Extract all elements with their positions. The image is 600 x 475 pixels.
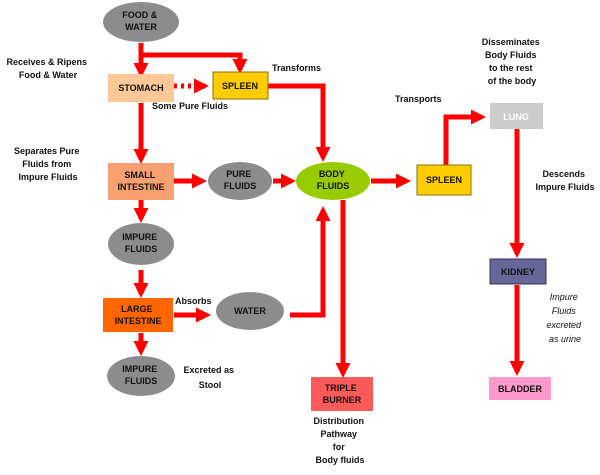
node-food-water-line-2: WATER xyxy=(125,22,157,32)
node-stomach: STOMACH xyxy=(108,74,174,102)
node-stomach-label: STOMACH xyxy=(118,83,163,93)
node-impure-fluids-1-line-1: IMPURE xyxy=(122,232,157,242)
label-transports: Transports xyxy=(395,94,442,104)
node-pure-fluids-line-1: PURE xyxy=(226,169,251,179)
svg-text:Disseminates Body Fluids: Disseminates Body Fluids to the rest of … xyxy=(482,37,543,86)
node-bladder-label: BLADDER xyxy=(498,384,542,394)
label-descends-line-2: Impure Fluids xyxy=(535,182,594,192)
label-distribution-line-1: Distribution xyxy=(313,416,364,426)
node-triple-burner-line-2: BURNER xyxy=(323,395,362,405)
node-impure-fluids-2: IMPURE FLUIDS xyxy=(107,356,175,396)
svg-text:LARGE INTESTINE: LARGE INTESTINE xyxy=(114,304,161,326)
node-large-intestine: LARGE INTESTINE xyxy=(103,298,173,332)
label-distribution-line-3: for xyxy=(333,442,345,452)
arrow-water-to-body-fluids xyxy=(290,206,331,318)
node-water: WATER xyxy=(216,292,284,330)
label-impure-excreted-line-2: Fluids xyxy=(552,306,577,316)
svg-text:SMALL INTESTINE: SMALL INTESTINE xyxy=(117,170,164,192)
svg-text:IMPURE FLUIDS: IMPURE FLUIDS xyxy=(122,364,160,386)
svg-text:Excreted as Stool: Excreted as Stool xyxy=(183,365,236,390)
svg-text:FOOD & WATER: FOOD & WATER xyxy=(122,10,160,32)
node-triple-burner-line-1: TRIPLE xyxy=(325,383,357,393)
node-triple-burner: TRIPLE BURNER xyxy=(311,377,373,411)
svg-text:PURE FLUIDS: PURE FLUIDS xyxy=(224,169,257,191)
arrow-food-to-spleen xyxy=(141,52,248,74)
arrow-spleen-to-body-fluids xyxy=(268,83,331,162)
node-spleen-top: SPLEEN xyxy=(212,71,269,100)
node-lung: LUNG xyxy=(490,103,543,129)
label-disseminates-line-1: Disseminates xyxy=(482,37,540,47)
node-water-label: WATER xyxy=(234,306,266,316)
label-distribution-line-4: Body fluids xyxy=(316,455,365,465)
label-excreted-stool-line-2: Stool xyxy=(199,380,222,390)
node-impure-fluids-1: IMPURE FLUIDS xyxy=(108,223,174,265)
label-descends-line-1: Descends xyxy=(542,169,585,179)
label-impure-excreted-line-4: as urine xyxy=(549,334,581,344)
node-body-fluids: BODY FLUIDS xyxy=(296,162,370,200)
node-spleen-top-label: SPLEEN xyxy=(222,81,258,91)
node-kidney: KIDNEY xyxy=(489,258,547,285)
svg-text:Separates Pure Fluids fr: Separates Pure Fluids from Impure Fluids xyxy=(14,146,82,182)
node-pure-fluids: PURE FLUIDS xyxy=(208,162,272,200)
svg-text:BODY FLUIDS: BODY FLUIDS xyxy=(317,169,350,191)
nodes: FOOD & WATER STOMACH SPLEEN SMALL INTEST… xyxy=(103,2,551,411)
arrow-spleen-to-lung xyxy=(443,109,486,165)
node-impure-fluids-2-line-2: FLUIDS xyxy=(125,376,158,386)
svg-text:TRIPLE BURNER: TRIPLE BURNER xyxy=(323,383,362,405)
svg-text:Descends Impure Fluids: Descends Impure Fluids xyxy=(535,169,594,192)
label-separates-line-3: Impure Fluids xyxy=(18,172,77,182)
node-impure-fluids-1-line-2: FLUIDS xyxy=(125,244,158,254)
arrows xyxy=(133,43,525,378)
node-spleen-right-label: SPLEEN xyxy=(426,175,462,185)
label-excreted-stool-line-1: Excreted as xyxy=(183,365,234,375)
label-separates-line-1: Separates Pure xyxy=(14,146,80,156)
node-spleen-right: SPLEEN xyxy=(416,164,472,196)
node-large-intestine-line-1: LARGE xyxy=(121,304,153,314)
node-small-intestine-line-2: INTESTINE xyxy=(117,182,164,192)
label-transforms: Transforms xyxy=(272,63,321,73)
node-body-fluids-line-2: FLUIDS xyxy=(317,181,350,191)
label-disseminates-line-2: Body Fluids xyxy=(485,50,537,60)
svg-text:Impure Fluids excr: Impure Fluids excreted as urine xyxy=(546,292,583,344)
node-lung-label: LUNG xyxy=(503,112,529,122)
node-bladder: BLADDER xyxy=(489,377,551,400)
node-impure-fluids-2-line-1: IMPURE xyxy=(122,364,157,374)
node-small-intestine-line-1: SMALL xyxy=(124,170,155,180)
label-impure-excreted-line-1: Impure xyxy=(550,292,578,302)
label-receives-line-1: Receives & Ripens xyxy=(6,57,87,67)
label-disseminates-line-3: to the rest xyxy=(489,63,533,73)
label-distribution-line-2: Pathway xyxy=(320,429,357,439)
svg-text:IMPURE FLUIDS: IMPURE FLUIDS xyxy=(122,232,160,254)
node-food-water-line-1: FOOD & xyxy=(122,10,157,20)
svg-text:Receives & Ripens Food &: Receives & Ripens Food & Water xyxy=(6,57,89,80)
svg-text:Distribution Pathway: Distribution Pathway for Body fluids xyxy=(313,416,366,465)
label-absorbs: Absorbs xyxy=(175,296,212,306)
node-small-intestine: SMALL INTESTINE xyxy=(108,163,174,200)
node-body-fluids-line-1: BODY xyxy=(319,169,345,179)
annotations: Receives & Ripens Food & Water Transform… xyxy=(6,37,594,465)
node-food-water: FOOD & WATER xyxy=(103,2,179,42)
label-impure-excreted-line-3: excreted xyxy=(546,320,582,330)
node-large-intestine-line-2: INTESTINE xyxy=(114,316,161,326)
label-receives-line-2: Food & Water xyxy=(19,70,78,80)
node-kidney-label: KIDNEY xyxy=(501,267,535,277)
node-pure-fluids-line-2: FLUIDS xyxy=(224,181,257,191)
label-some-pure-fluids: Some Pure Fluids xyxy=(152,101,228,111)
label-separates-line-2: Fluids from xyxy=(22,159,71,169)
label-disseminates-line-4: of the body xyxy=(488,76,537,86)
